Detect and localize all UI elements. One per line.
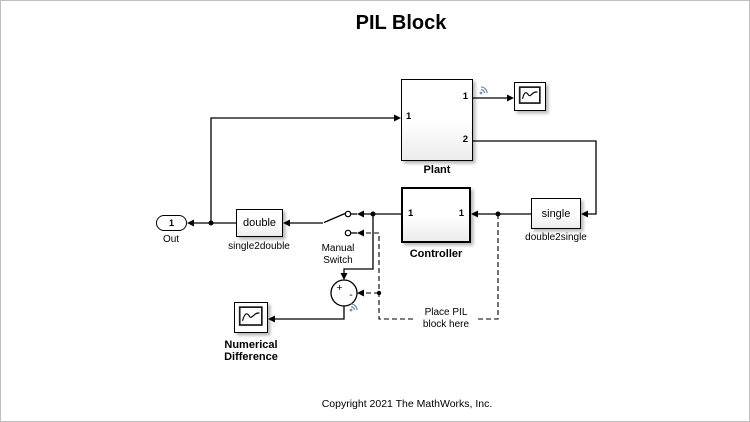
outport-number: 1 (168, 218, 174, 228)
sum-circle[interactable] (330, 279, 358, 307)
branch-dot (370, 211, 376, 217)
sum-block[interactable]: + - (330, 279, 358, 307)
manual-switch-label-line1: Manual (321, 243, 355, 254)
single2double-block[interactable]: double (236, 209, 283, 237)
sum-plus-sign: + (336, 282, 342, 294)
dashed-wire-pil-output[interactable] (362, 232, 413, 320)
switch-lever[interactable] (323, 212, 346, 224)
double2single-block[interactable]: single (531, 198, 581, 229)
arrowhead (581, 210, 588, 218)
arrowhead (187, 219, 194, 227)
plant-outport1-label: 1 (462, 91, 468, 102)
wire-feedback-to-plant[interactable] (210, 117, 395, 223)
switch-lower-port (344, 229, 352, 237)
manual-switch-label: Manual Switch (308, 243, 368, 267)
branch-dot (376, 290, 382, 296)
arrowhead (357, 210, 364, 218)
plant-label: Plant (423, 164, 451, 176)
numerical-difference-label-line1: Numerical (224, 339, 278, 351)
copyright-note: Copyright 2021 The MathWorks, Inc. (321, 398, 493, 410)
scope-screen-icon (518, 86, 541, 104)
plant-outport2-label: 2 (462, 134, 468, 145)
numerical-difference-scope-block[interactable] (234, 302, 268, 333)
controller-block[interactable]: 1 1 (401, 187, 471, 243)
branch-dot (208, 220, 214, 226)
numerical-difference-label: Numerical Difference (205, 339, 297, 363)
single2double-label: single2double (228, 241, 290, 252)
switch-upper-port (344, 210, 352, 218)
arrowhead (471, 210, 478, 218)
plant-inport-label: 1 (406, 111, 412, 122)
arrowhead (507, 94, 514, 102)
arrowhead (357, 289, 364, 297)
manual-switch-label-line2: Switch (323, 255, 353, 266)
manual-switch-block[interactable] (323, 210, 357, 237)
controller-label: Controller (409, 248, 463, 260)
dashed-wire-pil-input[interactable] (478, 214, 499, 320)
wire-sum-to-scope[interactable] (273, 306, 345, 320)
single2double-text: double (242, 217, 277, 229)
arrowhead (394, 114, 401, 122)
scope-screen-icon (238, 306, 263, 326)
controller-inport-label: 1 (458, 208, 464, 219)
double2single-text: single (541, 207, 571, 220)
arrowhead (283, 219, 290, 227)
signal-logging-wifi-icon (479, 86, 488, 95)
pil-annotation-line1: Place PIL (424, 307, 468, 318)
controller-outport-label: 1 (408, 208, 414, 219)
scope-block[interactable] (514, 82, 546, 111)
outport-label: Out (162, 234, 180, 245)
numerical-difference-label-line2: Difference (224, 351, 278, 363)
pil-annotation-line2: block here (422, 319, 470, 330)
signal-logging-wifi-icon (349, 303, 358, 312)
arrowhead (357, 229, 364, 237)
plant-block[interactable]: 1 1 2 (401, 79, 473, 161)
arrowhead (340, 273, 348, 280)
pil-placement-annotation: Place PIL block here (415, 307, 477, 331)
branch-dot (495, 211, 501, 217)
arrowhead (268, 315, 275, 323)
sum-minus-sign: - (349, 289, 353, 301)
model-title: PIL Block (355, 12, 447, 34)
double2single-label: double2single (525, 232, 587, 243)
outport-block[interactable]: 1 (156, 215, 187, 231)
